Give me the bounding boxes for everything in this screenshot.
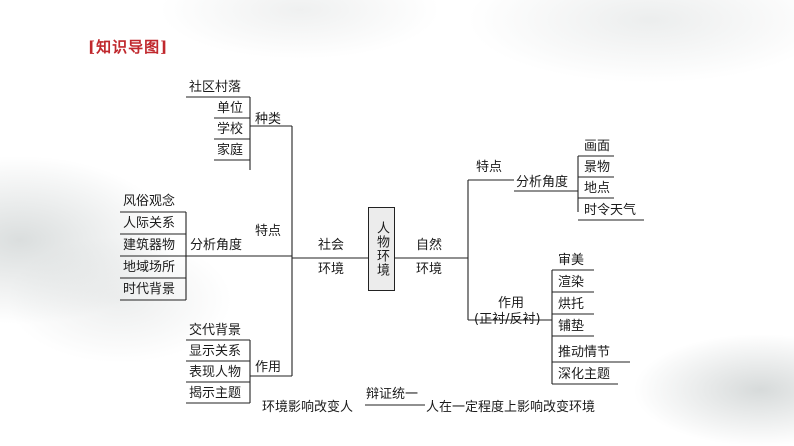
natural-feature-season: 时令天气 <box>584 203 637 218</box>
natural-function-aesthetic: 审美 <box>558 253 585 268</box>
social-env-label-2: 环境 <box>318 262 345 277</box>
social-features-sublabel: 分析角度 <box>190 238 243 253</box>
social-type-family: 家庭 <box>217 143 244 158</box>
social-type-community: 社区村落 <box>189 80 242 95</box>
social-feature-buildings: 建筑器物 <box>123 238 176 253</box>
social-functions-label: 作用 <box>255 360 282 375</box>
social-function-background: 交代背景 <box>189 323 242 338</box>
natural-function-plot: 推动情节 <box>558 345 611 360</box>
bottom-middle-text: 辩证统一 <box>366 387 419 402</box>
natural-functions-label-2: (正衬/反衬) <box>474 312 541 327</box>
social-type-unit: 单位 <box>217 101 244 116</box>
natural-function-theme: 深化主题 <box>558 367 611 382</box>
social-types-label: 种类 <box>255 112 282 127</box>
social-features-label: 特点 <box>255 224 282 239</box>
natural-feature-picture: 画面 <box>584 139 611 154</box>
natural-function-render: 渲染 <box>558 275 585 290</box>
section-heading: [知识导图] <box>88 38 169 56</box>
social-function-relations: 显示关系 <box>189 344 242 359</box>
natural-function-foreshadow: 铺垫 <box>558 319 585 334</box>
center-node: 人物环境 <box>368 207 395 291</box>
natural-feature-scenery: 景物 <box>584 160 611 175</box>
natural-feature-location: 地点 <box>584 181 611 196</box>
natural-function-setoff: 烘托 <box>558 297 585 312</box>
natural-functions-label-1: 作用 <box>498 296 525 311</box>
natural-features-sublabel: 分析角度 <box>516 175 569 190</box>
social-feature-era: 时代背景 <box>123 282 176 297</box>
social-function-character: 表现人物 <box>189 365 242 380</box>
social-feature-customs: 风俗观念 <box>123 194 176 209</box>
center-node-label: 人物环境 <box>374 221 389 277</box>
social-function-theme: 揭示主题 <box>189 386 242 401</box>
social-feature-relations: 人际关系 <box>123 216 176 231</box>
social-feature-places: 地域场所 <box>123 260 176 275</box>
natural-env-label-1: 自然 <box>416 238 443 253</box>
social-env-label-1: 社会 <box>318 238 345 253</box>
bottom-right-text: 人在一定程度上影响改变环境 <box>426 400 596 415</box>
social-type-school: 学校 <box>217 122 244 137</box>
bottom-left-text: 环境影响改变人 <box>262 400 354 415</box>
natural-features-label: 特点 <box>476 160 503 175</box>
natural-env-label-2: 环境 <box>416 262 443 277</box>
